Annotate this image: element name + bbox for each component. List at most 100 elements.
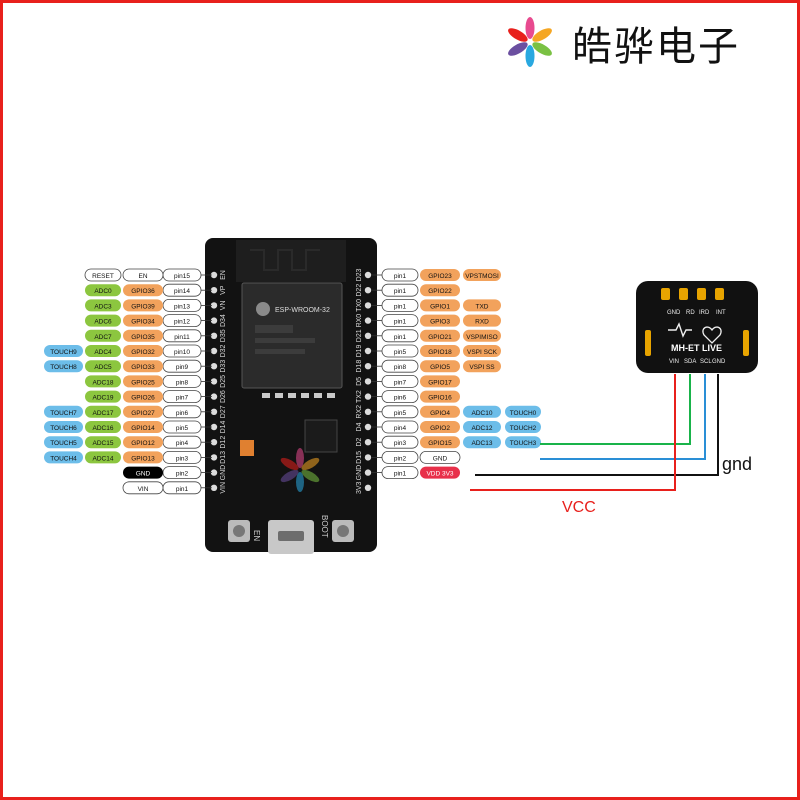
left-pin-name-pill	[123, 436, 163, 449]
heart-icon	[702, 326, 722, 344]
left-pin-function: RESET	[92, 273, 114, 280]
right-pin-number-pill	[381, 344, 419, 358]
left-pin-number: pin7	[176, 395, 189, 402]
sensor-pin-int: INT	[716, 310, 726, 316]
right-pin-number: pin7	[394, 379, 407, 386]
left-pin-name: GPIO35	[131, 334, 155, 341]
left-pin-labels: pin15ENRESETpin14GPIO36ADC0pin13GPIO39AD…	[44, 268, 212, 495]
left-pin-number: pin1	[176, 486, 189, 493]
right-pin-function: VSPIMISO	[466, 334, 497, 341]
left-pin-number: pin5	[176, 425, 189, 432]
left-pin-touch: TOUCH7	[50, 410, 77, 417]
board-silkscreen-label: RX2	[356, 405, 363, 419]
header-pin-hole	[364, 484, 372, 491]
header-pin-hole	[210, 363, 218, 370]
left-pin-name-pill	[123, 284, 163, 297]
right-pin-touch: TOUCH2	[510, 425, 537, 432]
board-silkscreen-label: GND	[220, 465, 227, 481]
header-pin-hole	[364, 287, 372, 294]
board-silkscreen-label: D21	[356, 329, 363, 342]
right-pin-function-pill	[463, 299, 501, 312]
left-pin-function: ADC17	[93, 410, 114, 417]
right-pin-function: ADC12	[472, 425, 493, 432]
left-pin-function: ADC16	[93, 425, 114, 432]
board-silkscreen-label: D33	[220, 360, 227, 373]
left-pin-function: ADC4	[94, 349, 112, 356]
right-pin-number: pin1	[394, 319, 407, 326]
max30102-sensor-board	[636, 281, 758, 373]
left-pin-function-pill	[85, 421, 121, 433]
sensor-pin-scl: SCL	[700, 359, 712, 365]
header-pin-hole	[210, 408, 218, 415]
right-pin-name: GPIO21	[428, 334, 452, 341]
board-silkscreen-label: TX0	[356, 299, 363, 312]
left-pin-name: GPIO32	[131, 349, 155, 356]
left-pin-function-pill	[85, 405, 121, 418]
left-pin-name: GPIO14	[131, 425, 155, 432]
right-pin-name: GPIO23	[428, 273, 452, 280]
right-pin-touch-pill	[505, 436, 541, 449]
left-pin-number: pin12	[174, 319, 190, 326]
left-pin-name-pill	[123, 360, 163, 373]
board-silkscreen-label: D25	[220, 375, 227, 388]
left-pin-touch-pill	[44, 436, 83, 449]
left-pin-touch-pill	[44, 421, 83, 433]
right-pin-number: pin3	[394, 440, 407, 447]
board-silkscreen-label: D23	[356, 268, 363, 281]
right-pin-name-pill	[420, 299, 460, 312]
left-pin-number: pin6	[176, 410, 189, 417]
header-pin-hole	[364, 469, 372, 476]
board-silkscreen-label: VN	[220, 301, 227, 311]
right-pin-function-pill	[463, 405, 501, 418]
left-pin-function: ADC5	[94, 364, 112, 371]
board-silkscreen-label: RX0	[356, 314, 363, 328]
right-pin-function: TXD	[476, 303, 489, 310]
board-silkscreen-label: D4	[356, 422, 363, 431]
right-pin-name-pill	[419, 450, 461, 464]
header-pin-hole	[364, 439, 372, 446]
board-silkscreen-label: D35	[220, 329, 227, 342]
header-pin-hole	[210, 469, 218, 476]
left-pin-name: GPIO36	[131, 288, 155, 295]
wire-scl	[540, 374, 706, 460]
board-silkscreen-label: D32	[220, 344, 227, 357]
led-component	[240, 440, 254, 456]
sensor-pin-vin: VIN	[669, 359, 679, 365]
left-pin-name: GPIO27	[131, 410, 155, 417]
right-pin-name-pill	[420, 466, 460, 479]
board-silkscreen-label: GND	[356, 465, 363, 481]
left-pin-name-pill	[123, 405, 163, 418]
right-pin-touch: TOUCH3	[510, 440, 537, 447]
right-pin-number-pill	[381, 466, 419, 480]
module-label: ESP-WROOM-32	[275, 307, 330, 314]
right-pin-function: VSPI SCK	[467, 349, 498, 356]
header-pin-hole	[210, 347, 218, 355]
left-pin-name-pill	[123, 314, 163, 327]
header-pin-hole	[210, 378, 218, 385]
right-pin-number-pill	[381, 268, 419, 282]
right-pin-name-pill	[420, 360, 460, 373]
board-silkscreen-label: 3V3	[356, 481, 363, 494]
header-pin-hole	[210, 317, 218, 324]
en-button-label: EN	[252, 530, 261, 541]
left-pin-number: pin4	[176, 440, 189, 447]
right-pin-function-pill	[463, 269, 501, 281]
board-silkscreen-label: D2	[356, 438, 363, 447]
right-pin-function-pill	[463, 329, 501, 342]
right-pin-function: ADC10	[472, 410, 493, 417]
left-pin-name-pill	[122, 268, 164, 282]
wire-gnd	[475, 374, 719, 476]
vcc-wire-label: VCC	[562, 499, 596, 516]
left-pin-function-pill	[85, 390, 121, 403]
left-pin-function: ADC0	[94, 288, 112, 295]
board-silkscreen-label: VIN	[220, 482, 227, 494]
right-pin-number-pill	[381, 405, 419, 419]
left-pin-function: ADC19	[93, 395, 114, 402]
board-silkscreen-label: D22	[356, 284, 363, 297]
board-silkscreen-label: EN	[220, 270, 227, 280]
right-pin-number-pill	[381, 329, 419, 343]
right-pin-name-pill	[420, 329, 460, 342]
right-pin-number: pin5	[394, 349, 407, 356]
